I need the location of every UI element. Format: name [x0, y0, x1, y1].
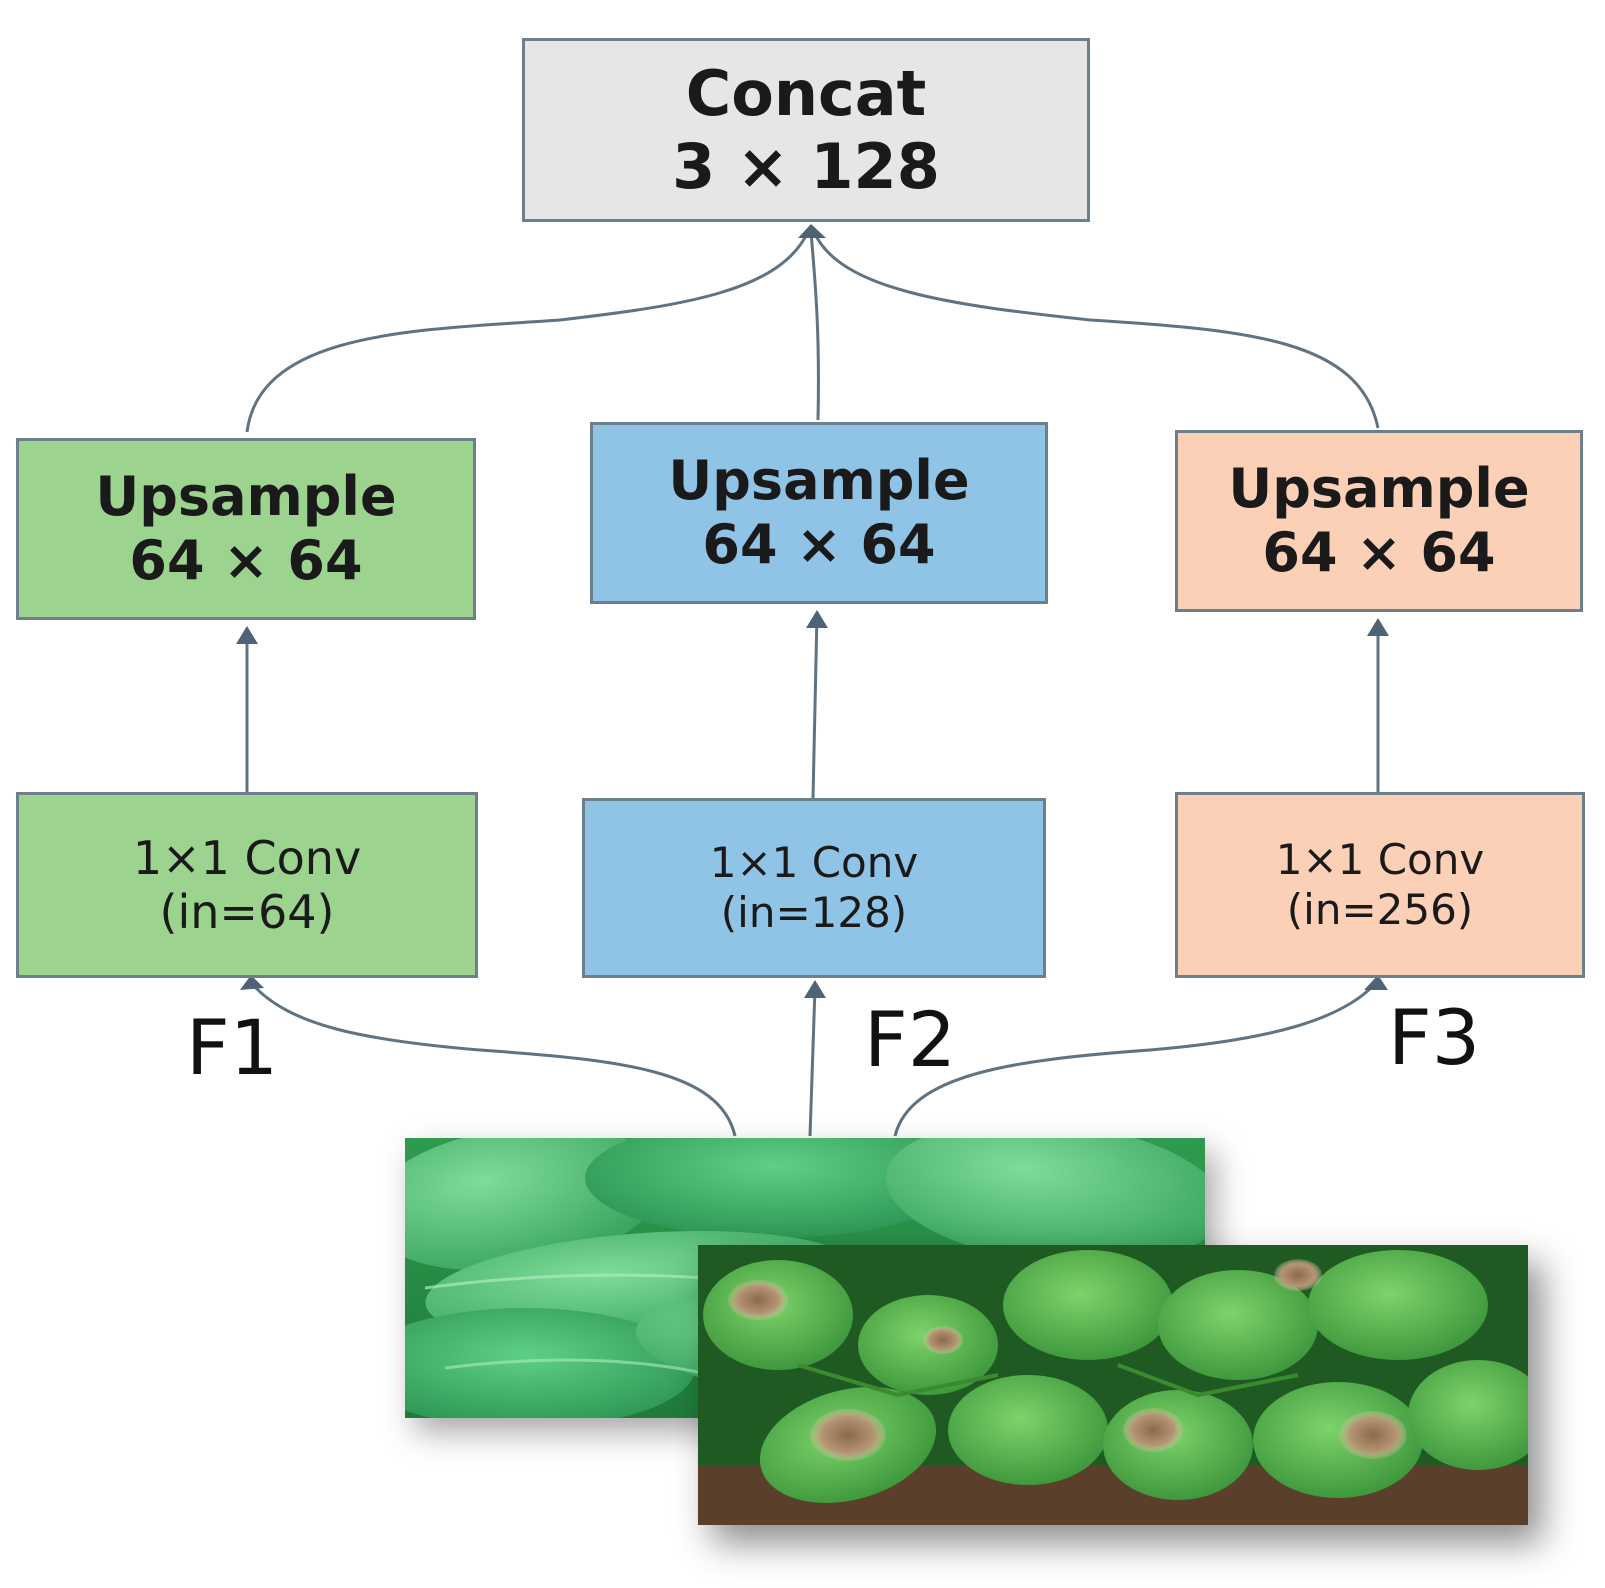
upsample-node-2: Upsample 64 × 64 — [590, 422, 1048, 604]
edge-up1-concat — [245, 231, 810, 433]
arrowhead-conv2 — [804, 980, 826, 998]
upsample-size: 64 × 64 — [702, 513, 936, 576]
upsample-title: Upsample — [1228, 457, 1530, 521]
conv-title: 1×1 Conv — [132, 830, 362, 885]
concat-node: Concat 3 × 128 — [522, 38, 1090, 222]
upsample-node-1: Upsample 64 × 64 — [16, 438, 476, 620]
conv-input-channels: (in=64) — [159, 885, 335, 939]
conv-node-2: 1×1 Conv (in=128) — [582, 798, 1046, 978]
upsample-size: 64 × 64 — [1262, 521, 1496, 584]
edge-img-conv2 — [808, 987, 817, 1137]
conv-input-channels: (in=256) — [1286, 885, 1474, 934]
concat-title: Concat — [685, 56, 927, 130]
upsample-node-3: Upsample 64 × 64 — [1175, 430, 1583, 612]
conv-title: 1×1 Conv — [1275, 835, 1485, 885]
edge-up2-concat — [809, 231, 820, 421]
conv-input-channels: (in=128) — [720, 888, 908, 937]
upsample-size: 64 × 64 — [129, 529, 363, 592]
edge-up3-concat — [812, 231, 1380, 429]
conv-title: 1×1 Conv — [709, 838, 919, 888]
arrowhead-concat — [798, 224, 826, 238]
arrowhead-conv3 — [1364, 975, 1388, 990]
feature-label-f1: F1 — [186, 1003, 279, 1092]
feature-label-f3: F3 — [1388, 993, 1481, 1082]
concat-shape: 3 × 128 — [672, 130, 940, 203]
edge-conv2-up2 — [811, 613, 819, 799]
arrowhead-up2 — [806, 610, 828, 628]
edge-img-conv1 — [251, 983, 737, 1137]
arrowhead-up1 — [236, 626, 258, 644]
upsample-title: Upsample — [95, 465, 397, 529]
arrowhead-conv1 — [240, 975, 264, 990]
feature-label-f2: F2 — [864, 995, 957, 1084]
diseased-leaves-photo — [698, 1245, 1528, 1525]
conv-node-1: 1×1 Conv (in=64) — [16, 792, 478, 978]
edge-img-conv3 — [893, 983, 1376, 1137]
arrowhead-up3 — [1367, 618, 1389, 636]
upsample-title: Upsample — [668, 449, 970, 513]
conv-node-3: 1×1 Conv (in=256) — [1175, 792, 1585, 978]
